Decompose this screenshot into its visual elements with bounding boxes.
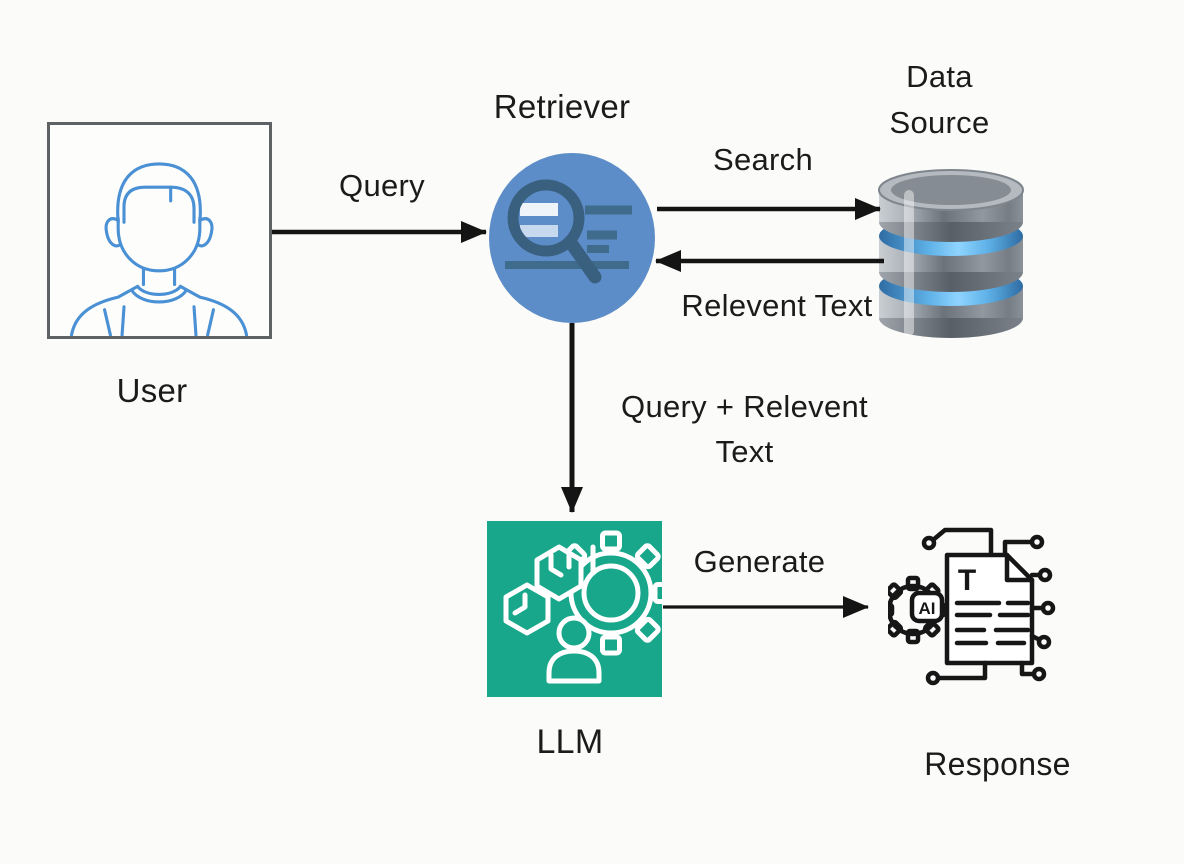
- document-letter-text: T: [958, 564, 976, 597]
- ai-gear-person-icon: [503, 530, 662, 684]
- data-source-label: Data Source: [842, 54, 1037, 146]
- document-search-icon: [505, 179, 632, 284]
- search-edge-label: Search: [712, 142, 814, 177]
- database-icon: [878, 169, 1024, 338]
- response-label: Response: [924, 746, 1071, 782]
- query-relevent-edge-label: Query + Relevent Text: [592, 384, 897, 474]
- query-relevent-label-line1: Query + Relevent: [621, 389, 868, 424]
- data-source-node: [872, 160, 1030, 342]
- ai-document-icon: T AI: [888, 527, 1056, 686]
- retriever-node: [489, 153, 655, 323]
- query-relevent-label-line2: Text: [715, 434, 774, 469]
- data-source-label-line2: Source: [889, 105, 990, 140]
- response-node: T AI: [888, 512, 1066, 704]
- retriever-label: Retriever: [493, 88, 631, 125]
- relevent-text-edge-label: Relevent Text: [681, 288, 873, 323]
- query-edge-label: Query: [339, 168, 425, 203]
- llm-label: LLM: [536, 723, 604, 761]
- data-source-label-line1: Data: [906, 59, 973, 94]
- ai-badge-text: AI: [919, 599, 936, 618]
- llm-node: [487, 521, 662, 697]
- generate-edge-label: Generate: [693, 544, 826, 579]
- user-icon: [69, 162, 249, 336]
- user-label: User: [116, 372, 188, 409]
- user-node: [47, 122, 272, 339]
